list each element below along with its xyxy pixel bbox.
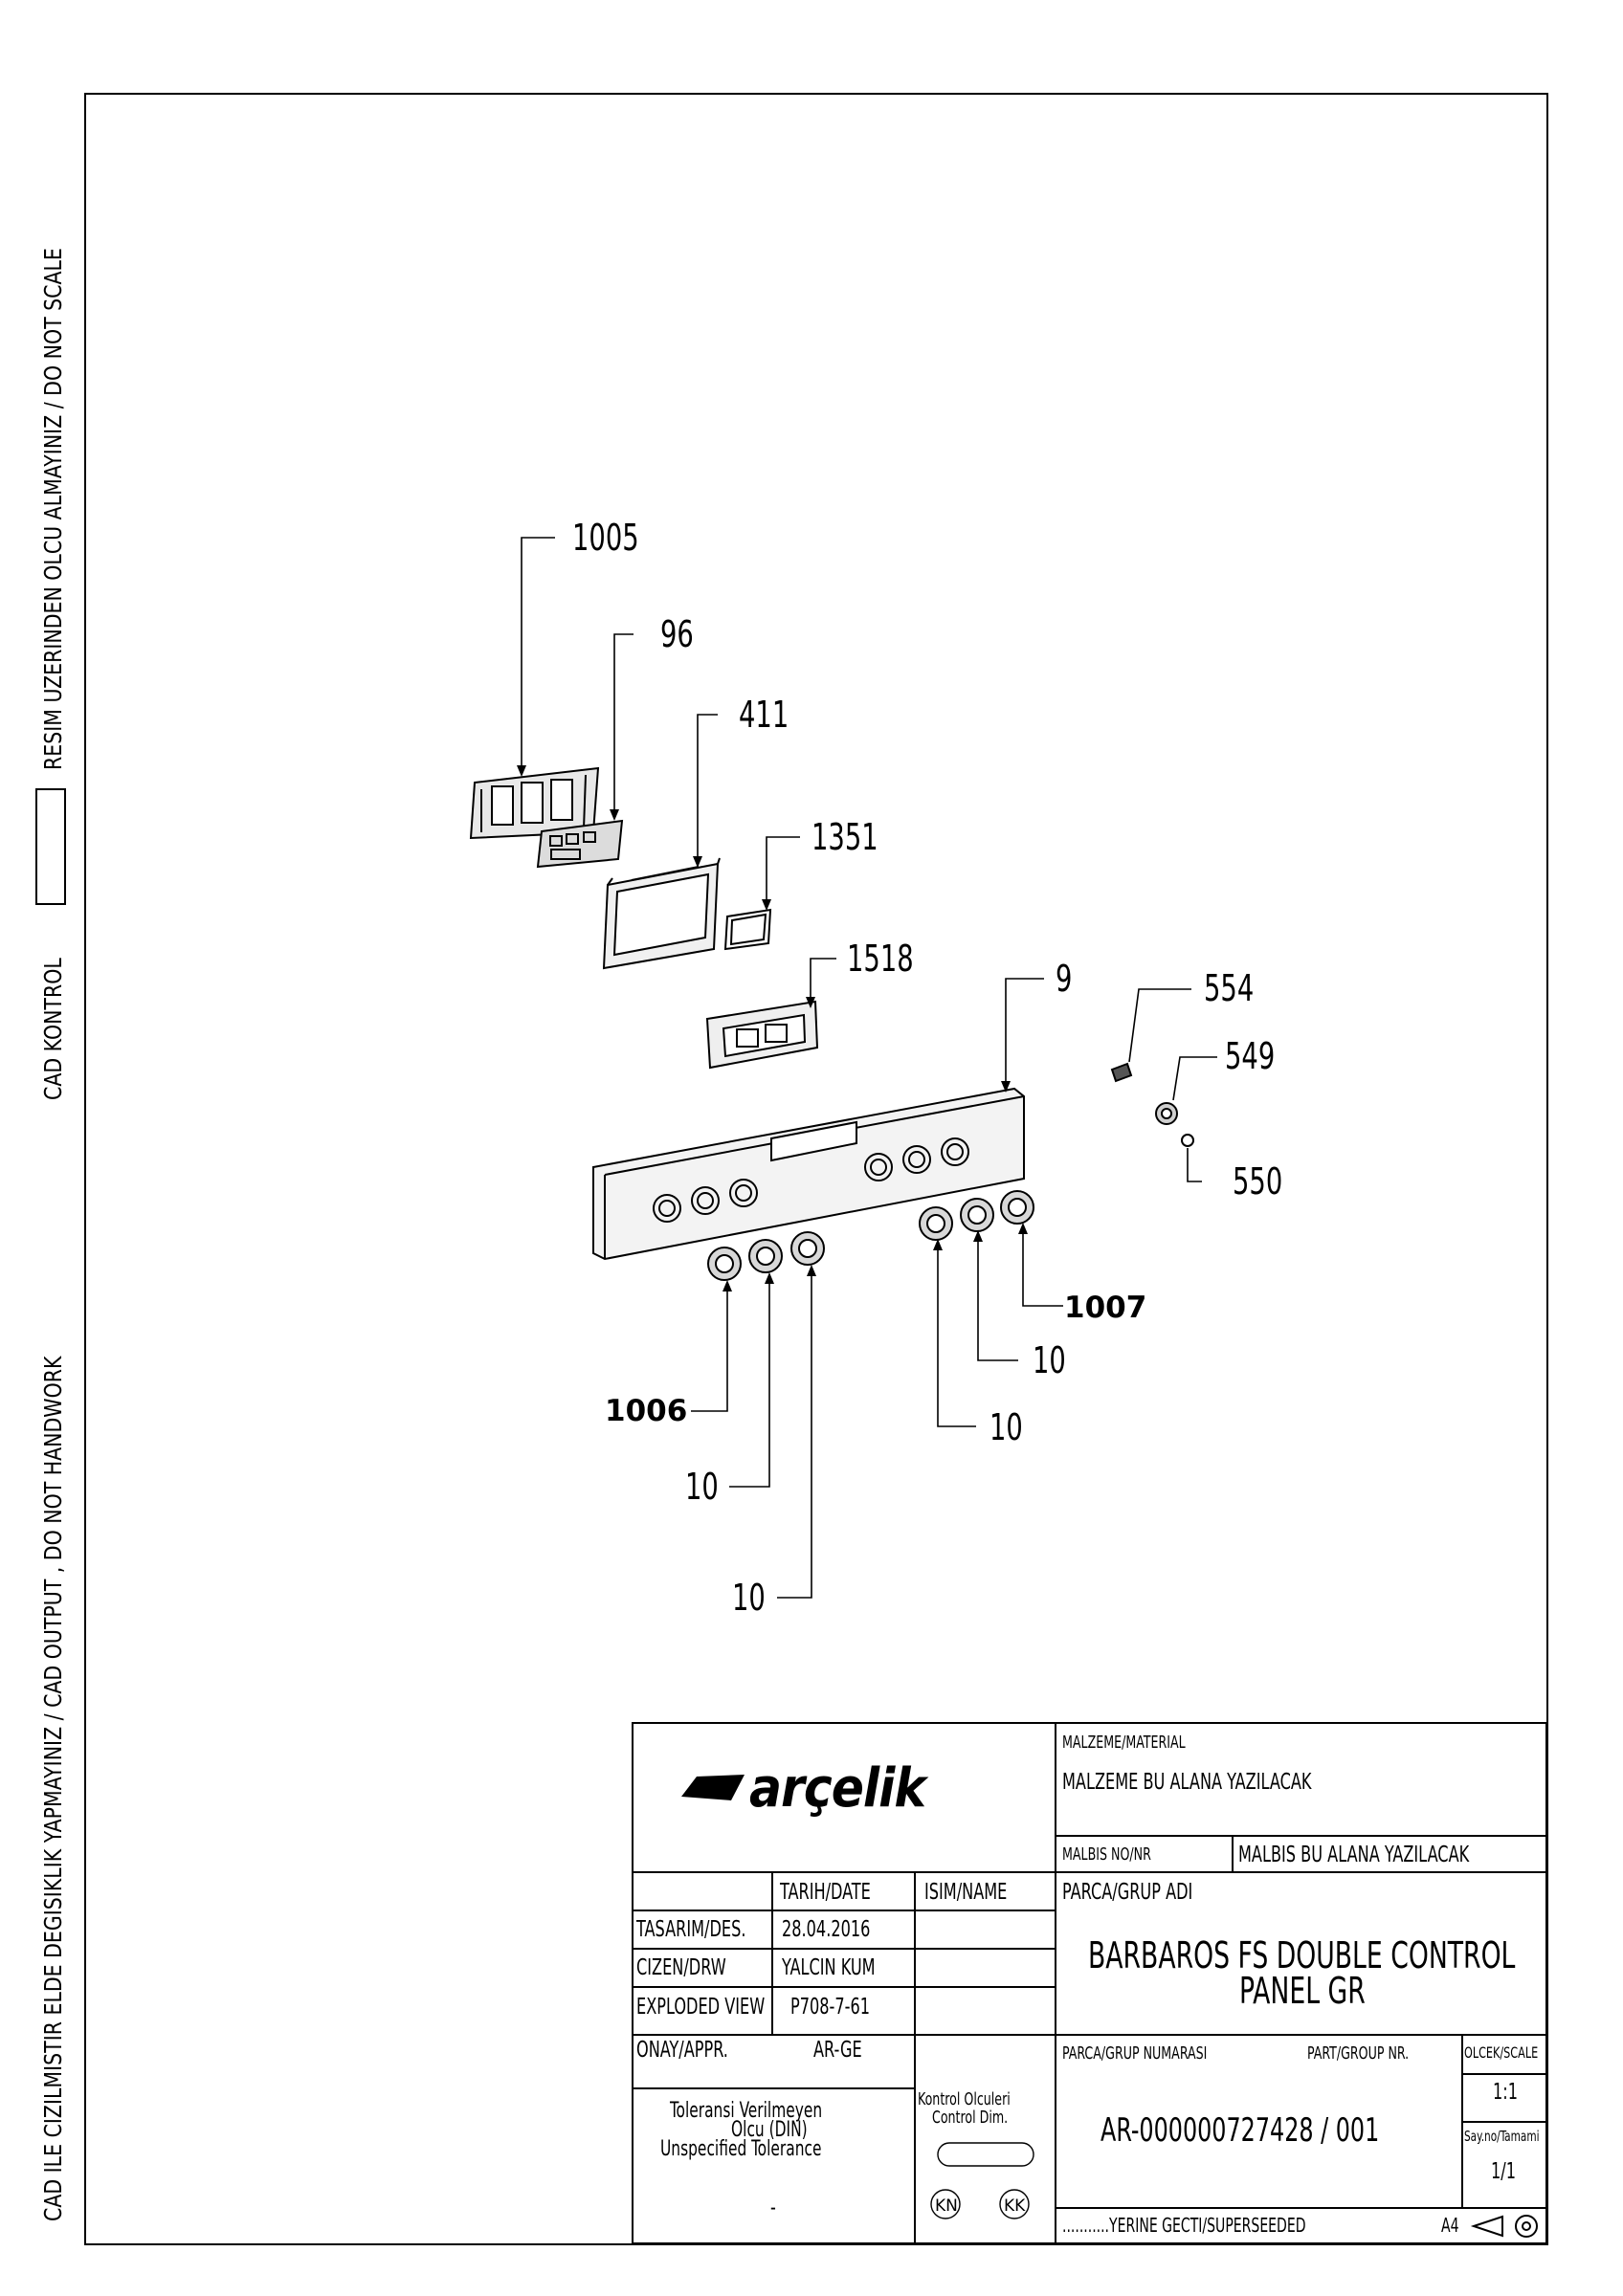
exploded-view-value: P708-7-61 (790, 1995, 870, 2020)
design-row-label: TASARIM/DES. (636, 1917, 746, 1942)
kn-circle (930, 2189, 961, 2219)
control-dims-line2: Control Dim. (932, 2108, 1009, 2128)
label-549: 549 (1225, 1034, 1275, 1077)
label-1518: 1518 (847, 937, 914, 980)
exploded-view-diagram: 1005 96 411 1351 1518 9 554 549 550 10 1… (469, 516, 1282, 1619)
group-number-value: AR-000000727428 / 001 (1101, 2111, 1380, 2150)
paper-size: A4 (1441, 2214, 1459, 2237)
label-10-b: 10 (685, 1465, 719, 1508)
cad-control-label: CAD KONTROL (40, 958, 67, 1100)
approval-row-value: AR-GE (813, 2038, 862, 2063)
leader-arrowheads (517, 765, 1028, 1292)
cad-control-box (35, 788, 66, 905)
title-block-grid: KN KK (632, 1722, 1547, 2244)
sheet-value: 1/1 (1491, 2159, 1516, 2184)
tolerance-line3: Unspecified Tolerance (660, 2137, 822, 2161)
group-name-label: PARCA/GRUP ADI (1062, 1880, 1193, 1905)
kk-label: KK (1004, 2197, 1026, 2216)
name-column-header: ISIM/NAME (924, 1880, 1008, 1905)
approval-row-label: ONAY/APPR. (636, 2038, 728, 2063)
tolerance-line1: Toleransi Verilmeyen (670, 2099, 823, 2123)
cad-edit-warning: CAD ILE CIZILMISTIR ELDE DEGISIKLIK YAPM… (40, 1356, 67, 2221)
title-block: KN KK arçelik MALZEME/MATERIAL MALZEME B… (632, 1722, 1547, 2244)
superseded-label: ...........YERINE GECTI/SUPERSEEDED (1062, 2214, 1306, 2237)
group-name-line2: PANEL GR (1239, 1970, 1366, 2012)
projection-symbol-icon (1470, 2215, 1538, 2238)
exploded-view-label: EXPLODED VIEW (636, 1995, 766, 2020)
side-notes: CAD ILE CIZILMISTIR ELDE DEGISIKLIK YAPM… (35, 248, 68, 2221)
part-1351-gasket (723, 908, 772, 951)
no-scale-warning: RESIM UZERINDEN OLCU ALMAYINIZ / DO NOT … (40, 248, 67, 770)
part-554-549-550 (1110, 1062, 1194, 1147)
label-1006: 1006 (605, 1394, 687, 1428)
label-1005: 1005 (572, 516, 639, 559)
leader-lines (521, 537, 1217, 1599)
drawn-row-label: CIZEN/DRW (636, 1955, 726, 1980)
label-1007: 1007 (1064, 1291, 1146, 1325)
control-dims-line1: Kontrol Olculeri (918, 2089, 1011, 2109)
malbis-value: MALBIS BU ALANA YAZILACAK (1238, 1843, 1470, 1867)
material-header: MALZEME/MATERIAL (1062, 1733, 1186, 1753)
control-dim-box (937, 2142, 1034, 2167)
label-10-a: 10 (732, 1576, 766, 1619)
arcelik-logo-mark (681, 1775, 745, 1800)
sheet-label: Say.no/Tamami (1464, 2128, 1540, 2145)
part-9-control-panel (592, 1087, 1025, 1261)
part-1518-display-frame (705, 1000, 819, 1070)
kn-label: KN (935, 2197, 958, 2216)
control-knobs (707, 1190, 1034, 1281)
kk-circle (999, 2189, 1030, 2219)
malbis-label: MALBIS NO/NR (1062, 1844, 1151, 1865)
label-550: 550 (1233, 1159, 1282, 1203)
date-column-header: TARIH/DATE (780, 1880, 871, 1905)
scale-value: 1:1 (1493, 2080, 1518, 2105)
drawn-row-value: YALCIN KUM (782, 1955, 876, 1980)
label-1351: 1351 (812, 815, 878, 858)
design-row-date: 28.04.2016 (782, 1917, 871, 1942)
tolerance-line2: Olcu (DIN) (731, 2118, 808, 2142)
group-number-label: PARCA/GRUP NUMARASI (1062, 2043, 1208, 2064)
group-name-line1: BARBAROS FS DOUBLE CONTROL (1088, 1934, 1516, 1976)
arcelik-logo-text: arçelik (749, 1757, 926, 1820)
label-96: 96 (660, 612, 694, 655)
part-411-bracket (602, 857, 721, 970)
material-value: MALZEME BU ALANA YAZILACAK (1062, 1770, 1312, 1795)
part-group-label: PART/GROUP NR. (1307, 2043, 1410, 2064)
part-96-pcb (536, 819, 624, 869)
panel-knob-openings (653, 1137, 969, 1223)
label-554: 554 (1204, 966, 1254, 1009)
scale-label: OLCEK/SCALE (1464, 2043, 1539, 2062)
label-10-d: 10 (1033, 1338, 1066, 1381)
drawing-frame (84, 93, 1548, 2245)
label-411: 411 (739, 693, 789, 736)
label-10-c: 10 (989, 1405, 1023, 1448)
tolerance-value: - (770, 2196, 776, 2220)
label-9: 9 (1056, 957, 1072, 1000)
